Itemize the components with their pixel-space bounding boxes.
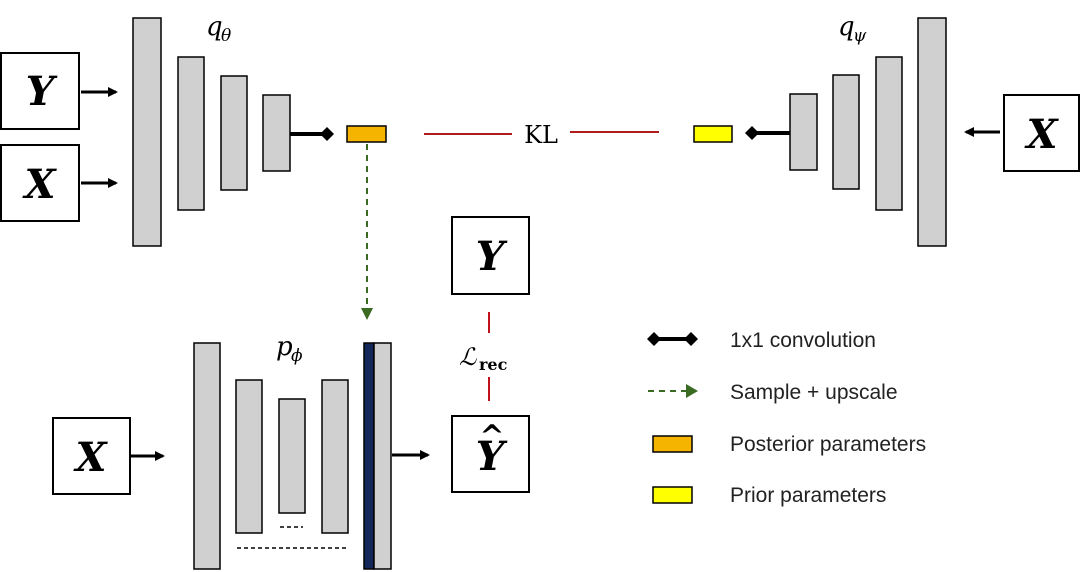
decoder-layer bbox=[193, 342, 221, 570]
encoder-layer bbox=[262, 94, 291, 172]
input-box-x-prior: X bbox=[1003, 94, 1080, 172]
label-q-theta: q θ bbox=[206, 12, 231, 46]
input-x-label: X bbox=[21, 161, 57, 208]
output-box-y-hat: Y ^ bbox=[451, 415, 530, 493]
conv-1x1-icon bbox=[745, 126, 790, 140]
label-p-phi: p ϕ bbox=[276, 332, 303, 366]
posterior-encoder: Y X q θ bbox=[0, 12, 387, 247]
input-y-label: Y bbox=[26, 68, 58, 115]
theta-subscript: θ bbox=[221, 26, 231, 46]
decoder-concat-layer bbox=[363, 342, 375, 570]
prior-encoder: X q ψ bbox=[693, 12, 1080, 247]
conv-1x1-icon bbox=[647, 332, 698, 346]
psi-subscript: ψ bbox=[853, 26, 867, 46]
legend-item-sample: Sample + upscale bbox=[648, 381, 898, 404]
input-x-label: X bbox=[1023, 111, 1059, 158]
target-y-label: Y bbox=[476, 233, 508, 280]
encoder-layer bbox=[220, 75, 248, 191]
encoder-layer bbox=[177, 56, 205, 211]
legend-item-prior: Prior parameters bbox=[652, 484, 886, 507]
prior-swatch-icon bbox=[652, 486, 693, 504]
legend-label: 1x1 convolution bbox=[730, 329, 876, 352]
input-box-x-decoder: X bbox=[52, 417, 131, 495]
input-box-x-top: X bbox=[0, 144, 80, 222]
conv-1x1-icon bbox=[290, 127, 334, 141]
legend-item-posterior: Posterior parameters bbox=[652, 433, 926, 456]
kl-label: KL bbox=[524, 121, 558, 149]
output-y-label: Y bbox=[476, 433, 508, 480]
decoder-layer bbox=[235, 379, 263, 534]
legend-label: Sample + upscale bbox=[730, 381, 898, 404]
q-symbol: q bbox=[838, 12, 855, 42]
prior-parameters-box bbox=[693, 125, 733, 143]
q-symbol: q bbox=[206, 12, 223, 42]
input-box-y-top: Y bbox=[0, 52, 80, 130]
encoder-layer bbox=[132, 17, 162, 247]
decoder-output-layer bbox=[373, 342, 392, 570]
label-q-psi: q ψ bbox=[838, 12, 867, 46]
phi-subscript: ϕ bbox=[291, 346, 303, 366]
loss-symbol: ℒ bbox=[459, 343, 477, 371]
encoder-layer bbox=[789, 93, 818, 171]
legend-label: Prior parameters bbox=[730, 484, 886, 507]
input-x-label: X bbox=[72, 434, 108, 481]
encoder-layer bbox=[917, 17, 947, 247]
dashed-arrow-icon bbox=[648, 384, 698, 398]
reconstruction-loss: ℒ rec bbox=[459, 312, 508, 401]
posterior-swatch-icon bbox=[652, 435, 693, 453]
legend: 1x1 convolution Sample + upscale Posteri… bbox=[647, 329, 926, 507]
hat-symbol: ^ bbox=[479, 419, 504, 454]
p-symbol: p bbox=[276, 332, 293, 362]
legend-label: Posterior parameters bbox=[730, 433, 926, 456]
encoder-layer bbox=[875, 56, 903, 211]
encoder-layer bbox=[832, 74, 860, 190]
target-box-y: Y bbox=[451, 216, 530, 295]
decoder: X p ϕ bbox=[52, 332, 430, 570]
legend-item-conv: 1x1 convolution bbox=[647, 329, 876, 352]
decoder-layer bbox=[278, 398, 306, 514]
decoder-layer bbox=[321, 379, 349, 534]
posterior-parameters-box bbox=[346, 125, 387, 143]
loss-subscript: rec bbox=[479, 355, 508, 374]
kl-divergence: KL bbox=[424, 121, 659, 149]
